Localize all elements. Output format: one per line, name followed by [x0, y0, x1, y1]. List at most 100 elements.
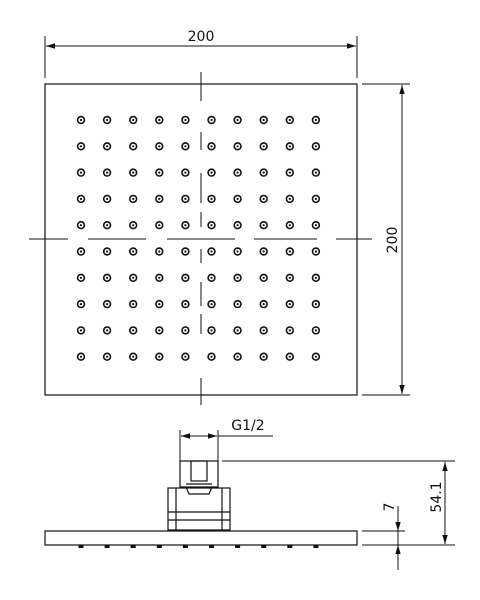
- nozzle: [285, 115, 294, 125]
- nozzle: [311, 115, 321, 125]
- total-height-label: 54.1: [429, 481, 445, 512]
- nozzle: [181, 142, 190, 151]
- nozzle: [233, 168, 242, 177]
- nozzle: [129, 168, 138, 177]
- nozzle: [155, 326, 164, 335]
- nozzle: [155, 142, 164, 151]
- nozzle: [207, 142, 216, 151]
- nozzle-bump: [235, 545, 241, 548]
- height-label: 200: [385, 227, 401, 254]
- nozzle: [76, 247, 86, 256]
- nozzle: [311, 194, 321, 204]
- nozzle: [233, 352, 242, 361]
- nozzle: [285, 142, 294, 151]
- nozzle: [129, 194, 138, 204]
- nozzle: [259, 168, 268, 177]
- nozzle: [311, 299, 321, 309]
- nozzle: [207, 273, 216, 282]
- nozzle: [129, 326, 138, 335]
- plate-thickness-dimension: 7: [382, 503, 401, 570]
- nozzle: [233, 194, 242, 204]
- nozzle: [102, 115, 112, 125]
- nozzle: [259, 247, 268, 256]
- nozzle: [207, 299, 216, 309]
- nozzle: [129, 299, 138, 309]
- nozzle: [155, 115, 164, 125]
- width-dimension: 200: [44, 29, 358, 78]
- nozzle: [311, 247, 321, 256]
- nozzle: [259, 326, 268, 335]
- nozzle: [76, 326, 86, 335]
- nozzle: [259, 142, 268, 151]
- nozzle: [259, 273, 268, 282]
- nozzle-grid: [76, 115, 321, 361]
- nozzle: [233, 142, 242, 151]
- plate-side: [44, 530, 358, 546]
- nozzle: [102, 168, 112, 177]
- nozzle-bump: [313, 545, 319, 548]
- nozzle-bump: [287, 545, 293, 548]
- nozzle-bump: [130, 545, 136, 548]
- nozzle: [155, 221, 164, 230]
- nozzle: [311, 168, 321, 177]
- nozzle: [285, 221, 294, 230]
- nozzle: [129, 221, 138, 230]
- width-label: 200: [188, 29, 215, 45]
- nozzle: [155, 273, 164, 282]
- connector: [167, 460, 231, 531]
- nozzle: [233, 273, 242, 282]
- center-lines: [29, 72, 372, 405]
- thread-label: G1/2: [231, 418, 264, 434]
- nozzle: [181, 352, 190, 361]
- nozzle: [311, 142, 321, 151]
- nozzle: [102, 194, 112, 204]
- nozzle: [155, 299, 164, 309]
- nozzle-bump: [78, 545, 84, 548]
- nozzle: [129, 273, 138, 282]
- nozzle: [129, 352, 138, 361]
- nozzle: [259, 352, 268, 361]
- nozzle: [76, 299, 86, 309]
- nozzle: [129, 142, 138, 151]
- nozzle: [76, 221, 86, 230]
- nozzle: [233, 326, 242, 335]
- nozzle: [259, 221, 268, 230]
- nozzle: [233, 221, 242, 230]
- nozzle: [129, 247, 138, 256]
- nozzle: [181, 115, 190, 125]
- nozzle: [102, 273, 112, 282]
- nozzle: [259, 299, 268, 309]
- nozzle: [155, 194, 164, 204]
- nozzle: [311, 326, 321, 335]
- nozzle: [311, 221, 321, 230]
- top-view: [29, 72, 372, 405]
- nozzle: [181, 273, 190, 282]
- nozzle: [155, 168, 164, 177]
- nozzle: [311, 352, 321, 361]
- nozzle: [207, 352, 216, 361]
- nozzle: [155, 352, 164, 361]
- nozzle: [207, 247, 216, 256]
- nozzle: [259, 194, 268, 204]
- nozzle: [102, 352, 112, 361]
- plate-thickness-label: 7: [382, 503, 398, 512]
- nozzle: [207, 194, 216, 204]
- nozzle: [207, 221, 216, 230]
- nozzle: [102, 247, 112, 256]
- nozzle: [233, 115, 242, 125]
- nozzle: [311, 273, 321, 282]
- nozzle: [76, 352, 86, 361]
- nozzle: [285, 352, 294, 361]
- nozzle: [155, 247, 164, 256]
- nozzle: [102, 299, 112, 309]
- nozzle: [233, 299, 242, 309]
- nozzle: [102, 221, 112, 230]
- nozzle: [285, 299, 294, 309]
- nozzle: [285, 194, 294, 204]
- nozzle-bump: [261, 545, 267, 548]
- nozzle: [181, 194, 190, 204]
- nozzle: [76, 194, 86, 204]
- nozzle: [181, 168, 190, 177]
- nozzle: [76, 142, 86, 151]
- nozzle-bump: [209, 545, 214, 548]
